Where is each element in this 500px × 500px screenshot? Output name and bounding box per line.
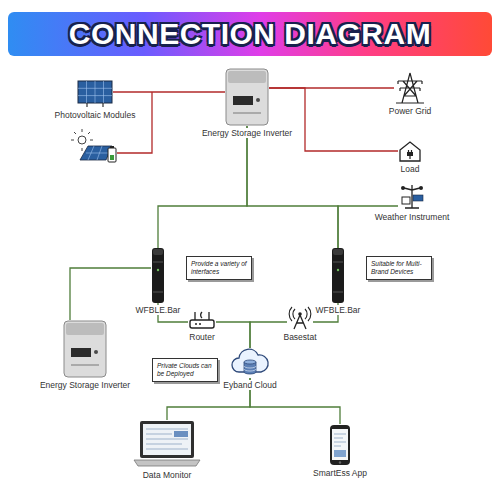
callout-box: Provide a variety of interfaces	[186, 256, 252, 280]
dongle-node: WFBLE.Bar	[151, 248, 165, 303]
grid-icon	[394, 72, 426, 104]
inv-icon	[63, 320, 107, 378]
node-label: SmartEss App	[311, 468, 369, 478]
node-label: WFBLE.Bar	[314, 305, 363, 315]
inverter-node: Energy Storage Inverter	[63, 320, 107, 378]
node-label: WFBLE.Bar	[134, 305, 183, 315]
laptop-icon	[132, 420, 202, 468]
load-node: Load	[398, 140, 422, 162]
inverter-node: Energy Storage Inverter	[225, 68, 269, 126]
node-label: Energy Storage Inverter	[38, 380, 132, 390]
cloud-icon	[230, 348, 270, 378]
pv-module-node: Photovoltaic Modules	[77, 80, 113, 108]
dongle-node: WFBLE.Bar	[331, 248, 345, 303]
title-banner: CONNECTION DIAGRAM	[8, 12, 492, 56]
callout-box: Suitable for Multi-Brand Devices	[366, 256, 432, 280]
node-label: Load	[399, 164, 422, 174]
router-node: Router	[188, 310, 216, 330]
bar-icon	[331, 248, 345, 303]
node-label: Energy Storage Inverter	[200, 128, 294, 138]
phone-icon	[329, 424, 351, 466]
basestat-icon	[287, 306, 313, 330]
pv-icon	[77, 80, 113, 108]
app-node: SmartEss App	[329, 424, 351, 466]
node-label: Data Monitor	[141, 470, 194, 480]
weather-icon	[398, 182, 426, 210]
node-label: Power Grid	[387, 106, 434, 116]
weather-node: Weather Instrument	[398, 182, 426, 210]
callout-text: Provide a variety of interfaces	[191, 260, 247, 276]
inv-icon	[225, 68, 269, 126]
title-text: CONNECTION DIAGRAM	[69, 17, 431, 51]
router-icon	[188, 310, 216, 330]
solar-battery-icon	[71, 129, 116, 162]
callout-text: Suitable for Multi-Brand Devices	[371, 260, 427, 276]
node-label: Basestat	[281, 332, 318, 342]
power-connector	[269, 88, 398, 151]
power-grid-node: Power Grid	[394, 72, 426, 104]
power-connector	[113, 91, 225, 92]
data-connector	[216, 322, 250, 348]
basestat-node: Basestat	[287, 306, 313, 330]
power-wire	[117, 92, 152, 153]
node-label: Eyband Cloud	[221, 380, 278, 390]
node-label: Router	[187, 332, 217, 342]
monitor-node: Data Monitor	[132, 420, 202, 468]
callout-box: Private Clouds can be Deployed	[152, 358, 218, 382]
callout-text: Private Clouds can be Deployed	[157, 362, 213, 378]
data-connector	[247, 126, 338, 248]
load-icon	[398, 140, 422, 162]
node-label: Photovoltaic Modules	[53, 110, 138, 120]
cloud-node: Eyband Cloud	[230, 348, 270, 378]
node-label: Weather Instrument	[373, 212, 452, 222]
data-connector	[158, 126, 247, 248]
bar-icon	[151, 248, 165, 303]
